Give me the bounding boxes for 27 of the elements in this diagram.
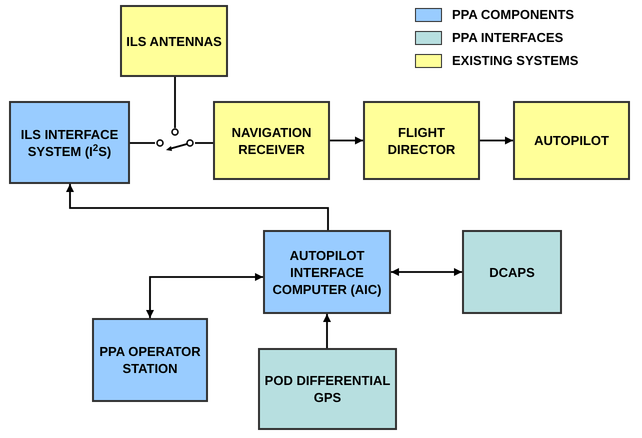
process-box xyxy=(213,101,330,180)
box-label: ILS ANTENNAS xyxy=(126,32,222,50)
box-label: AUTOPILOT INTERFACE COMPUTER (AIC) xyxy=(271,246,383,298)
process-box xyxy=(263,230,391,314)
process-box xyxy=(513,101,630,180)
connector-arrow xyxy=(146,273,263,318)
process-box xyxy=(9,101,130,184)
process-box xyxy=(120,5,228,77)
process-box xyxy=(462,230,562,314)
box-label: FLIGHT DIRECTOR xyxy=(386,124,456,158)
process-box xyxy=(92,318,208,402)
box-label: NAVIGATION RECEIVER xyxy=(230,124,312,158)
box-label: DCAPS xyxy=(489,264,535,280)
process-box xyxy=(258,348,397,430)
connector-arrow xyxy=(480,136,513,144)
connector-arrow xyxy=(66,184,329,230)
process-box xyxy=(363,101,480,180)
box-label: PPA OPERATOR STATION xyxy=(98,343,202,377)
box-label: AUTOPILOT xyxy=(534,132,609,149)
box-label: ILS INTERFACE SYSTEM (I$^{2}$S) xyxy=(20,126,120,160)
legend-label: PPA INTERFACES xyxy=(452,29,564,46)
connector-arrow xyxy=(330,136,363,144)
legend-label: PPA COMPONENTS xyxy=(452,6,574,23)
connector-arrow xyxy=(323,314,331,348)
connector-arrow xyxy=(391,268,462,276)
box-label: POD DIFFERENTIAL GPS xyxy=(264,372,391,406)
legend-label: EXISTING SYSTEMS xyxy=(452,52,578,69)
